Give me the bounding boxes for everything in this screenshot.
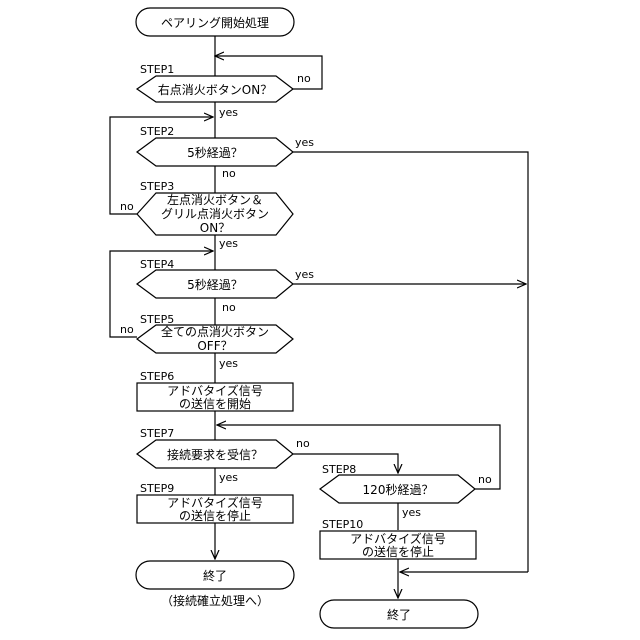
step8-tag: STEP8 <box>322 463 356 476</box>
end-left-note: （接続確立処理へ） <box>161 593 269 608</box>
step2-yes-label: yes <box>295 136 314 149</box>
step5-text-line2: OFF？ <box>197 339 232 353</box>
step6-text-line2: の送信を開始 <box>179 396 251 411</box>
step1-text: 右点消火ボタンON？ <box>158 82 272 97</box>
step3-text-line2: グリル点消火ボタン <box>161 207 269 221</box>
start-label: ペアリング開始処理 <box>161 16 269 30</box>
step10-text-line1: アドバタイズ信号 <box>350 531 446 546</box>
step10-text-line2: の送信を停止 <box>362 544 434 559</box>
step3-yes-label: yes <box>219 237 238 250</box>
step9-text-line1: アドバタイズ信号 <box>167 495 263 510</box>
step3-tag: STEP3 <box>140 180 174 193</box>
step5-text-line1: 全ての点消火ボタン <box>161 324 269 339</box>
step7-tag: STEP7 <box>140 427 174 440</box>
step5-no-label: no <box>120 323 134 336</box>
step2-text: 5秒経過？ <box>187 146 243 160</box>
step6-tag: STEP6 <box>140 370 174 383</box>
step6-text-line1: アドバタイズ信号 <box>167 383 263 398</box>
step2-no-label: no <box>222 167 236 180</box>
step5-yes-label: yes <box>219 357 238 370</box>
step3-text-line1: 左点消火ボタン＆ <box>167 192 263 207</box>
step4-no-label: no <box>222 301 236 314</box>
step1-no-label: no <box>297 72 311 85</box>
step8-no-label: no <box>478 473 492 486</box>
step3-text-line3: ON？ <box>200 221 230 235</box>
step1-yes-label: yes <box>219 106 238 119</box>
step7-text: 接続要求を受信？ <box>167 447 263 462</box>
step4-tag: STEP4 <box>140 258 174 271</box>
step7-no-label: no <box>296 437 310 450</box>
step3-no-label: no <box>120 200 134 213</box>
end-left-label: 終了 <box>203 568 227 583</box>
step9-text-line2: の送信を停止 <box>179 508 251 523</box>
step8-text: 120秒経過？ <box>363 483 434 497</box>
step1-tag: STEP1 <box>140 63 174 76</box>
step7-yes-label: yes <box>219 471 238 484</box>
step4-text: 5秒経過？ <box>187 278 243 292</box>
end-right-label: 終了 <box>387 607 411 622</box>
step4-yes-label: yes <box>295 268 314 281</box>
step10-tag: STEP10 <box>322 518 363 531</box>
step9-tag: STEP9 <box>140 482 174 495</box>
step2-tag: STEP2 <box>140 125 174 138</box>
step8-yes-label: yes <box>402 506 421 519</box>
